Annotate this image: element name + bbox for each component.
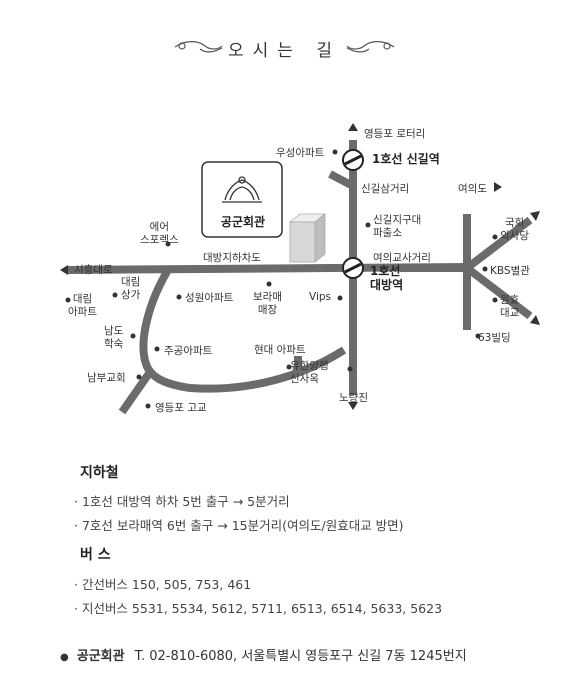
arrow-ne-assembly <box>530 211 540 221</box>
footer-name: 공군회관 <box>76 649 125 664</box>
location-map <box>60 41 540 415</box>
arrow-right-yeouido <box>494 182 502 192</box>
label-hyundai-apt: 현대 아파트 <box>254 344 306 356</box>
bus-line-2: · 지선버스 5531, 5534, 5612, 5711, 6513, 651… <box>74 601 443 616</box>
label-singil-3way: 신길삼거리 <box>361 183 410 195</box>
daebang-station-marker <box>342 257 364 279</box>
label-daerim-apt: 대림 아파트 <box>68 293 97 318</box>
label-vips: Vips <box>309 291 332 303</box>
label-national-assembly: 국회 의사당 <box>500 217 529 242</box>
flourish-right-icon <box>346 41 395 53</box>
building-illustration <box>288 213 327 263</box>
footer-contact: T. 02-810-6080, 서울특별시 영등포구 신길 7동 1245번지 <box>134 649 467 664</box>
arrow-up-rotary <box>348 123 358 131</box>
label-namdo-school: 남도 학숙 <box>104 325 124 350</box>
label-yeongdeungpo-rotary: 영등포 로터리 <box>364 128 426 140</box>
road-assembly <box>464 216 533 272</box>
label-yeouido: 여의도 <box>458 183 487 195</box>
arrow-left-siheung <box>60 265 68 275</box>
bus-heading: 버 스 <box>80 547 111 563</box>
label-singil-police: 신길지구대 파출소 <box>373 214 422 239</box>
footer: ● 공군회관 T. 02-810-6080, 서울특별시 영등포구 신길 7동 12… <box>60 645 467 664</box>
label-borame-shop: 보라매 매장 <box>253 291 282 316</box>
label-woosung-apt: 우성아파트 <box>276 147 325 159</box>
label-yeongdeungpo-hs: 영등포 고교 <box>155 402 207 414</box>
label-yuhan-yanghaeng: 유한양행 신사옥 <box>290 360 329 385</box>
label-yeouigyo-4way: 여의교사거리 <box>373 252 431 264</box>
label-noryangjin: 노량진 <box>339 392 368 404</box>
subway-heading: 지하철 <box>80 465 119 481</box>
label-daebang-underpass: 대방지하차도 <box>203 252 261 264</box>
bus-line-1: · 간선버스 150, 505, 753, 461 <box>74 577 252 592</box>
label-aire-sports: 에어 스포렉스 <box>140 221 179 246</box>
singil-station-marker <box>342 149 364 171</box>
road-wonhyo <box>464 264 533 320</box>
label-siheung-road: 시흥대로 <box>74 264 113 276</box>
venue-name: 공군회관 <box>220 215 266 229</box>
label-daebang-station: 1호선 대방역 <box>370 264 404 292</box>
label-singil-station: 1호선 신길역 <box>372 152 440 166</box>
label-wonhyo-bridge: 원효 대교 <box>500 294 520 319</box>
road-woosung <box>328 170 355 190</box>
footer-bullet-icon: ● <box>60 652 69 663</box>
label-daerim-mall: 대림 상가 <box>121 276 141 301</box>
label-kbs: KBS별관 <box>490 265 530 277</box>
label-63-building: 63빌딩 <box>478 332 511 344</box>
flourish-left-icon <box>174 41 223 53</box>
subway-line-1: · 1호선 대방역 하차 5번 출구 → 5분거리 <box>74 494 290 509</box>
venue-box <box>201 161 283 238</box>
label-jugong-apt: 주공아파트 <box>164 345 213 357</box>
road-loop <box>139 267 347 393</box>
label-seongwon-apt: 성원아파트 <box>185 292 234 304</box>
arrow-down-noryangjin <box>348 402 358 410</box>
label-nambu-church: 남부교회 <box>87 372 126 384</box>
page-title: 오시는 길 <box>228 41 341 61</box>
road-nambu-branch <box>118 369 154 415</box>
subway-line-2: · 7호선 보라매역 6번 출구 → 15분거리(여의도/원효대교 방면) <box>74 518 404 533</box>
arrow-se-wonhyo <box>530 315 540 325</box>
emblem-icon <box>222 176 262 203</box>
